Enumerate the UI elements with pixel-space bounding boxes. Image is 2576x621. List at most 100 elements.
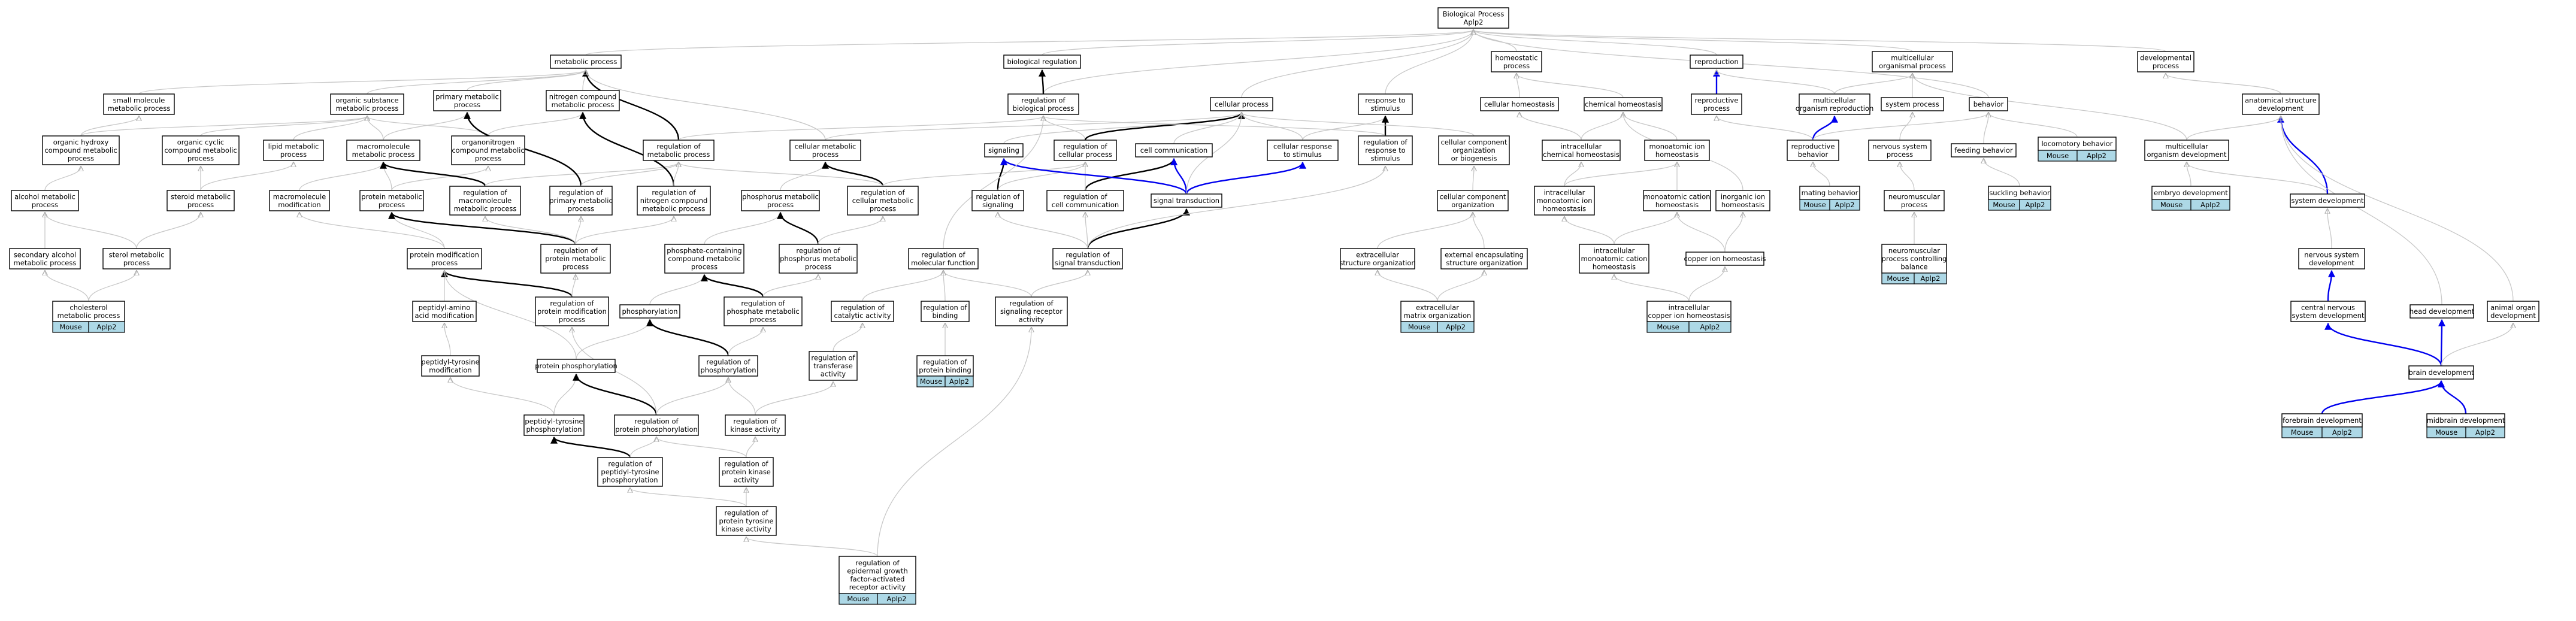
term-node-cellhomeo[interactable]: cellular homeostasis <box>1480 97 1559 111</box>
term-node-regpeptyrphos[interactable]: regulation ofpeptidyl-tyrosinephosphoryl… <box>597 457 663 487</box>
term-node-copperhomeo[interactable]: copper ion homeostasis <box>1684 252 1766 266</box>
term-node-phosphorylation[interactable]: phosphorylation <box>619 304 680 319</box>
term-node-reproduction[interactable]: reproduction <box>1690 54 1743 69</box>
term-node-bioreg[interactable]: biological regulation <box>1003 54 1081 69</box>
term-node-sysproc[interactable]: system process <box>1881 97 1944 111</box>
term-node-cellular[interactable]: cellular process <box>1210 97 1273 111</box>
term-node-headdev[interactable]: head development <box>2409 304 2475 319</box>
term-node-behavior[interactable]: behavior <box>1969 97 2008 111</box>
term-node-feeding[interactable]: feeding behavior <box>1951 143 2017 157</box>
term-node-chemhomeo[interactable]: chemical homeostasis <box>1584 97 1663 111</box>
term-node-protphos[interactable]: protein phosphorylation <box>535 359 617 373</box>
term-node-cellcomm[interactable]: cell communication <box>1135 143 1213 157</box>
term-node-sysdev[interactable]: system development <box>2290 193 2365 208</box>
term-node-sigtrans[interactable]: signal transduction <box>1151 193 1222 208</box>
term-node-signaling[interactable]: signaling <box>984 143 1024 157</box>
term-node-metabolic[interactable]: metabolic process <box>550 54 622 69</box>
